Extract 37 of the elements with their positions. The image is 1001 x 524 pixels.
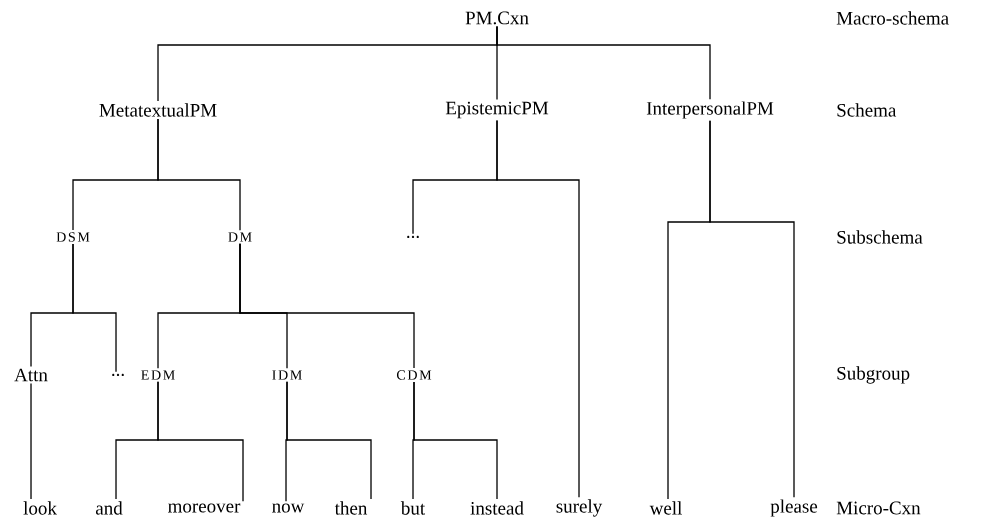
- node-label: instead: [470, 501, 524, 515]
- node-label: and: [95, 501, 123, 515]
- node-label: DM: [228, 232, 252, 242]
- tree-branch: [286, 381, 372, 500]
- level-label: Subschema: [837, 230, 923, 244]
- node-label: IDM: [272, 370, 302, 380]
- node-label: then: [334, 501, 368, 515]
- tree-branch: [496, 119, 580, 498]
- tree-branch: [30, 382, 32, 500]
- node-label: look: [23, 501, 57, 515]
- node-label: InterpersonalPM: [646, 101, 774, 119]
- tree-branch: [496, 25, 711, 100]
- node-label: surely: [556, 499, 603, 517]
- node-label: EpistemicPM: [445, 101, 549, 119]
- node-label: PM.Cxn: [465, 11, 529, 25]
- node-label: well: [649, 501, 682, 515]
- tree-branch: [157, 118, 241, 231]
- node-label: ...: [407, 235, 419, 239]
- node-label: Attn: [14, 368, 48, 382]
- node-label: moreover: [168, 503, 241, 513]
- node-label: DSM: [56, 232, 90, 242]
- level-label: Micro-Cxn: [836, 501, 921, 515]
- tree-branch: [413, 381, 498, 500]
- level-label: Subgroup: [837, 366, 910, 384]
- node-label: but: [400, 501, 426, 515]
- tree-branch: [239, 243, 415, 369]
- node-label: EDM: [141, 370, 175, 380]
- tree-branch: [157, 381, 244, 502]
- node-label: MetatextualPM: [99, 103, 217, 117]
- node-label: ...: [112, 373, 124, 377]
- node-label: now: [272, 503, 305, 513]
- node-label: please: [770, 499, 818, 517]
- level-label: Macro-schema: [836, 11, 949, 25]
- tree-branch: [709, 120, 795, 498]
- tree-branch: [72, 243, 117, 373]
- node-label: CDM: [396, 370, 432, 380]
- level-label: Schema: [837, 103, 897, 117]
